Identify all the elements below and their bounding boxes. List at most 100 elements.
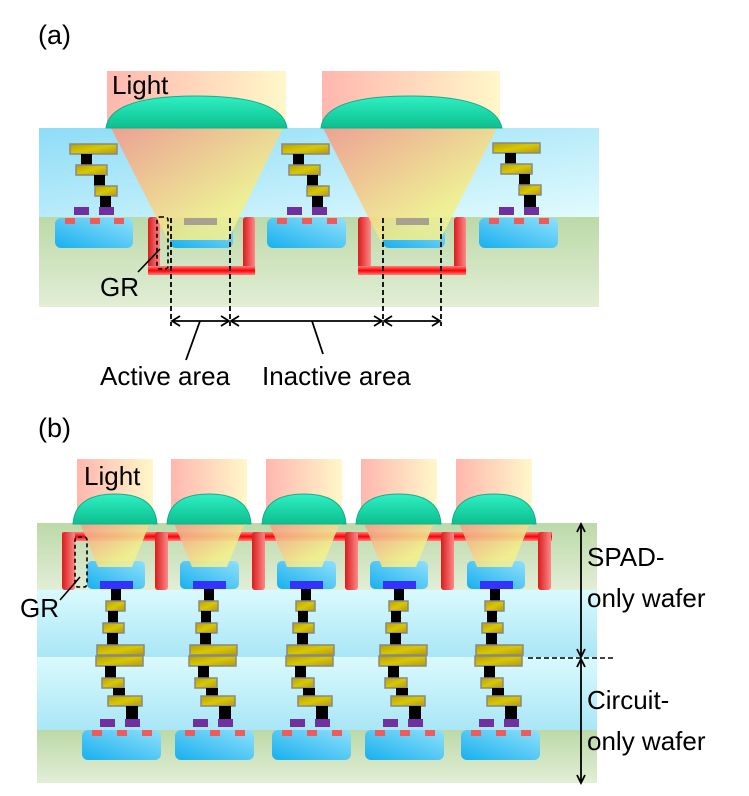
metal-line [291,677,315,689]
panel-b-label: (b) [38,413,71,443]
gate [315,719,330,727]
guard-ring-wall [148,217,160,274]
via [394,589,404,602]
via [487,611,497,624]
gate [408,719,423,727]
via [108,611,118,624]
guard-ring-wall [243,217,255,274]
contact-pad [383,581,416,589]
metal-line [188,655,237,667]
contact [90,218,100,224]
via [126,706,138,720]
metal-line [484,600,505,612]
metal-line [285,655,334,667]
anode [396,218,429,225]
guard-ring-wall [155,532,168,590]
metal-line [385,622,408,634]
guard-ring-bottom [358,266,466,275]
via [297,633,308,646]
circuit-stack [479,142,558,248]
inactive-area-label: Inactive area [262,361,411,391]
via [390,633,401,646]
light-cone [364,523,434,567]
light-label: Light [84,461,141,491]
via [301,589,311,602]
metal-line [481,622,504,634]
gate [218,719,233,727]
light-cone [459,523,530,567]
active-area-label: Active area [100,361,231,391]
metal-line [281,143,330,155]
metal-line [107,695,143,707]
via [307,175,318,186]
gr-label: GR [20,593,59,623]
guard-ring-wall [358,217,371,274]
contact [235,730,245,736]
gate [99,207,114,215]
spad-pixel [320,95,503,275]
gate [524,207,539,215]
via [484,666,495,679]
gate [287,207,302,215]
gr-label: GR [100,272,139,302]
contact [117,730,127,736]
spad-pixel [451,493,537,589]
contact [65,218,75,224]
gate [499,207,514,215]
contact-pad [100,581,133,589]
contact [496,730,506,736]
gate [290,719,305,727]
metal-line [194,677,218,689]
guard-ring-bottom [148,266,255,275]
via [94,175,105,186]
microlens [451,493,537,525]
contact-pad [290,581,323,589]
via [505,706,517,720]
gate [479,719,494,727]
gr-leader-line [59,576,81,601]
metal-line [105,600,126,612]
contact [282,730,292,736]
via [293,154,304,165]
metal-line [95,655,144,667]
microlens [261,493,347,525]
circuit-wafer-label: Circuit- [587,685,669,715]
metal-line [286,644,335,656]
metal-line [200,695,236,707]
metal-line [500,163,533,175]
diffusion-well [461,730,540,760]
microlens [355,493,442,525]
contact [307,730,317,736]
spad-pixel [261,493,347,589]
contact [327,218,337,224]
diffusion-well [175,730,254,760]
gr-leader-line [137,248,161,273]
diffusion-well [272,730,351,760]
microlens [105,95,288,129]
circuit-stack [55,143,133,248]
light-label: Light [112,70,169,100]
via [519,174,530,185]
contact [277,218,287,224]
metal-line [480,677,504,689]
spad-pixel [166,493,252,589]
via [105,666,116,679]
light-cone [174,523,245,567]
metal-line [390,695,426,707]
guard-ring-wall [538,532,551,590]
anode [184,218,217,225]
metal-line [189,644,238,656]
via [200,633,211,646]
metal-line [378,655,427,667]
contact [521,730,531,736]
gate [312,207,327,215]
via [198,666,209,679]
dimension-guides [170,218,442,326]
spad-wafer-label: SPAD- [587,542,665,572]
metal-line [297,695,333,707]
metal-line [96,644,145,656]
contact [332,730,342,736]
contact [471,730,481,736]
via [388,666,399,679]
